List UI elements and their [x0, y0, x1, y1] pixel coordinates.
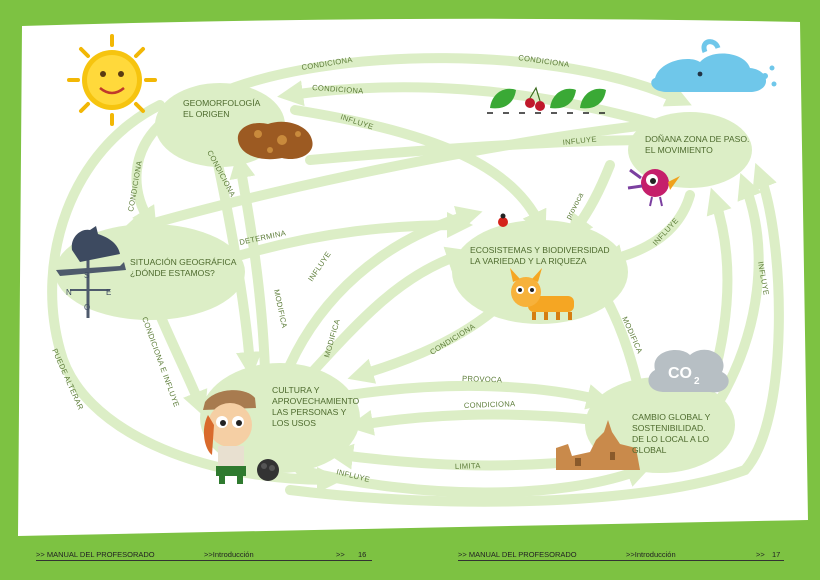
footer-left-marker: >> — [336, 550, 345, 559]
label-condiciona-mid-top: CONDICIONA — [312, 83, 365, 96]
label-condiciona-left: CONDICIONA — [126, 159, 144, 212]
label-condiciona-influye: CONDICIONA E INFLUYE — [140, 316, 181, 409]
compass-s: S — [84, 271, 89, 280]
label-condiciona-eco: CONDICIONA — [428, 321, 477, 356]
arrow-situacion-cultura — [155, 310, 208, 418]
footer-left-section: >>Introducción — [204, 550, 254, 559]
label-provoca-bottom: PROVOCA — [462, 374, 503, 384]
footer-left: >> MANUAL DEL PROFESORADO >>Introducción… — [36, 548, 372, 562]
ruined-town-icon — [556, 420, 640, 470]
geomorfologia-title: GEOMORFOLOGÍA — [183, 98, 261, 108]
label-influye-center: INFLUYE — [306, 250, 333, 283]
label-condiciona-geo: CONDICIONA — [205, 149, 237, 199]
arrow-cultura-cambio — [345, 380, 613, 410]
label-influye-top: INFLUYE — [339, 112, 374, 131]
arrow-outer-left — [47, 100, 343, 493]
arrow-geo-situacion — [131, 115, 170, 234]
ecosistemas-title: ECOSISTEMAS Y BIODIVERSIDAD — [470, 245, 610, 255]
co2-cloud-icon: CO 2 — [648, 349, 729, 393]
ecosistemas-subtitle: LA VARIEDAD Y LA RIQUEZA — [470, 256, 587, 266]
arrow-geo-donana — [210, 53, 692, 107]
arrow-eco-cultura — [347, 300, 505, 384]
arrow-cultura-geo — [229, 152, 270, 375]
donana-title: DOÑANA ZONA DE PASO. — [645, 134, 749, 144]
node-labels: GEOMORFOLOGÍA EL ORIGEN DOÑANA ZONA DE P… — [130, 98, 749, 455]
footer-left-page: 16 — [358, 550, 367, 559]
footer-right-section: >>Introducción — [626, 550, 676, 559]
arrow-cultura-eco-b — [300, 246, 473, 385]
situacion-subtitle: ¿DÓNDE ESTAMOS? — [130, 268, 215, 278]
label-condiciona-top-left: CONDICIONA — [301, 55, 354, 72]
bird-icon — [627, 168, 680, 207]
cambio-line-2: SOSTENIBILIDAD. — [632, 423, 706, 433]
geomorfologia-subtitle: EL ORIGEN — [183, 109, 229, 119]
cultura-line-3: LAS PERSONAS Y — [272, 407, 347, 417]
cultura-line-2: APROVECHAMIENTO — [272, 396, 360, 406]
cloud-icon — [651, 39, 777, 92]
cultura-line-1: CULTURA Y — [272, 385, 320, 395]
cambio-line-3: DE LO LOCAL A LO — [632, 434, 709, 444]
label-influye-bottom: INFLUYE — [336, 467, 371, 484]
co2-text: CO — [668, 365, 692, 382]
sun-icon — [67, 34, 157, 126]
cultura-line-4: LOS USOS — [272, 418, 316, 428]
blob-donana — [628, 112, 752, 188]
compass-e: E — [106, 288, 111, 297]
footer-left-rule — [36, 560, 372, 561]
ladybug-icon — [498, 213, 508, 227]
label-modifica-right: MODIFICA — [620, 315, 645, 355]
label-influye-mid: INFLUYE — [562, 134, 597, 147]
label-influye-right: INFLUYE — [756, 261, 771, 296]
label-modifica-left: MODIFICA — [272, 289, 289, 330]
arrow-outer-bottom — [285, 162, 784, 507]
footer-right-manual: >> MANUAL DEL PROFESORADO — [458, 550, 577, 559]
label-condiciona-top-right: CONDICIONA — [518, 53, 571, 69]
compass-n: N — [66, 288, 72, 297]
weathervane-icon: N E S O — [56, 226, 126, 318]
co2-subscript: 2 — [694, 376, 700, 387]
donana-subtitle: EL MOVIMIENTO — [645, 145, 713, 155]
footer-right-rule — [458, 560, 784, 561]
footer-right-page: 17 — [772, 550, 781, 559]
arrow-cambio-donana — [715, 172, 764, 405]
arrow-cambio-cultura — [347, 409, 600, 436]
soil-rocks-icon — [237, 121, 313, 160]
label-provoca-right: provoca — [564, 191, 586, 221]
label-puede-alterar: PUEDE ALTERAR — [50, 347, 85, 411]
label-limita: LIMITA — [455, 461, 482, 471]
blob-cultura — [200, 363, 360, 473]
lynx-icon — [510, 268, 574, 320]
footer-right-marker: >> — [756, 550, 765, 559]
situacion-title: SITUACIÓN GEOGRÁFICA — [130, 257, 237, 267]
ants-leaves-icon — [487, 86, 610, 114]
arrow-donana-eco-provoca — [567, 160, 615, 241]
arrow-cultura-cambio-influye — [295, 462, 653, 498]
label-determina: DETERMINA — [239, 228, 288, 247]
label-influye-donana: INFLUYE — [651, 216, 681, 247]
arrow-donana-geo — [277, 80, 665, 130]
cambio-line-1: CAMBIO GLOBAL Y — [632, 412, 711, 422]
farmer-icon — [203, 390, 279, 484]
arrow-outer-situacion — [117, 115, 705, 239]
label-condiciona-bottom: CONDICIONA — [464, 399, 516, 410]
arrow-cultura-eco-a — [285, 205, 483, 370]
compass-o: O — [84, 303, 90, 312]
label-modifica-center: MODIFICA — [322, 317, 342, 358]
footer-left-manual: >> MANUAL DEL PROFESORADO — [36, 550, 155, 559]
cambio-line-4: GLOBAL — [632, 445, 667, 455]
flow-arrows — [47, 53, 784, 507]
footer-right: >> MANUAL DEL PROFESORADO >>Introducción… — [458, 548, 784, 562]
